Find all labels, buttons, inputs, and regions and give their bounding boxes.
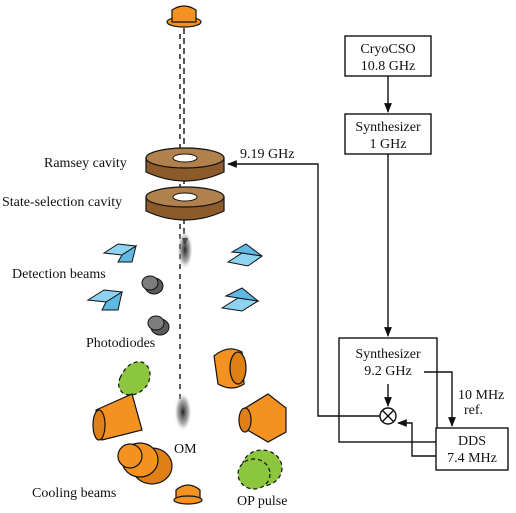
cooling-beam-left-lower — [117, 442, 173, 485]
op-pulse-green-right — [237, 449, 283, 490]
ramsey-cavity-label: Ramsey cavity — [44, 156, 127, 171]
om-atom-cloud — [174, 392, 192, 432]
cooling-beam-right-upper — [213, 348, 247, 389]
cryocso-block: CryoCSO 10.8 GHz — [344, 35, 432, 77]
op-pulse-label: OP pulse — [237, 494, 287, 509]
detection-beam-left-lower — [86, 289, 124, 311]
synth-92ghz-name: Synthesizer — [355, 347, 421, 362]
top-cooling-beam-icon — [166, 5, 202, 28]
synth-92ghz-freq: 9.2 GHz — [364, 364, 411, 379]
dds-block: DDS 7.4 MHz — [435, 427, 509, 471]
ref-10mhz-label-line1: 10 MHz — [458, 388, 504, 403]
ramsey-cavity — [145, 147, 225, 182]
synth-1ghz-name: Synthesizer — [355, 120, 421, 135]
synth-1ghz-freq: 1 GHz — [370, 137, 407, 152]
mixer-icon — [379, 407, 397, 425]
om-label: OM — [174, 442, 197, 457]
dds-to-mixer-line — [397, 419, 436, 457]
dds-freq: 7.4 MHz — [447, 451, 497, 466]
photodiodes-label: Photodiodes — [86, 336, 155, 351]
detection-beam-left-upper — [102, 243, 138, 263]
state-selection-cavity-label: State-selection cavity — [2, 195, 122, 210]
detection-beam-right-lower — [220, 287, 260, 312]
photodiode-upper — [141, 275, 164, 295]
photodiode-lower — [147, 315, 170, 336]
cooling-beams-label: Cooling beams — [32, 486, 116, 501]
detection-beams-label: Detection beams — [12, 267, 106, 282]
state-selection-cavity — [145, 186, 225, 221]
op-pulse-green-left — [118, 361, 151, 396]
freq-919-label: 9.19 GHz — [240, 147, 294, 162]
mixer-to-cavity-line — [227, 160, 380, 417]
cooling-beam-right-middle — [238, 393, 287, 443]
ref-10mhz-line — [424, 371, 456, 427]
cryocso-name: CryoCSO — [360, 42, 415, 57]
dds-name: DDS — [458, 434, 486, 449]
detection-beam-right-upper — [226, 243, 264, 267]
synth-1ghz-block: Synthesizer 1 GHz — [344, 113, 432, 155]
atom-cloud-upper — [177, 230, 193, 270]
cryocso-freq: 10.8 GHz — [361, 59, 415, 74]
ref-10mhz-label-line2: ref. — [464, 403, 483, 418]
cooling-beam-left-upper — [92, 393, 143, 441]
cooling-beam-bottom — [173, 484, 203, 505]
